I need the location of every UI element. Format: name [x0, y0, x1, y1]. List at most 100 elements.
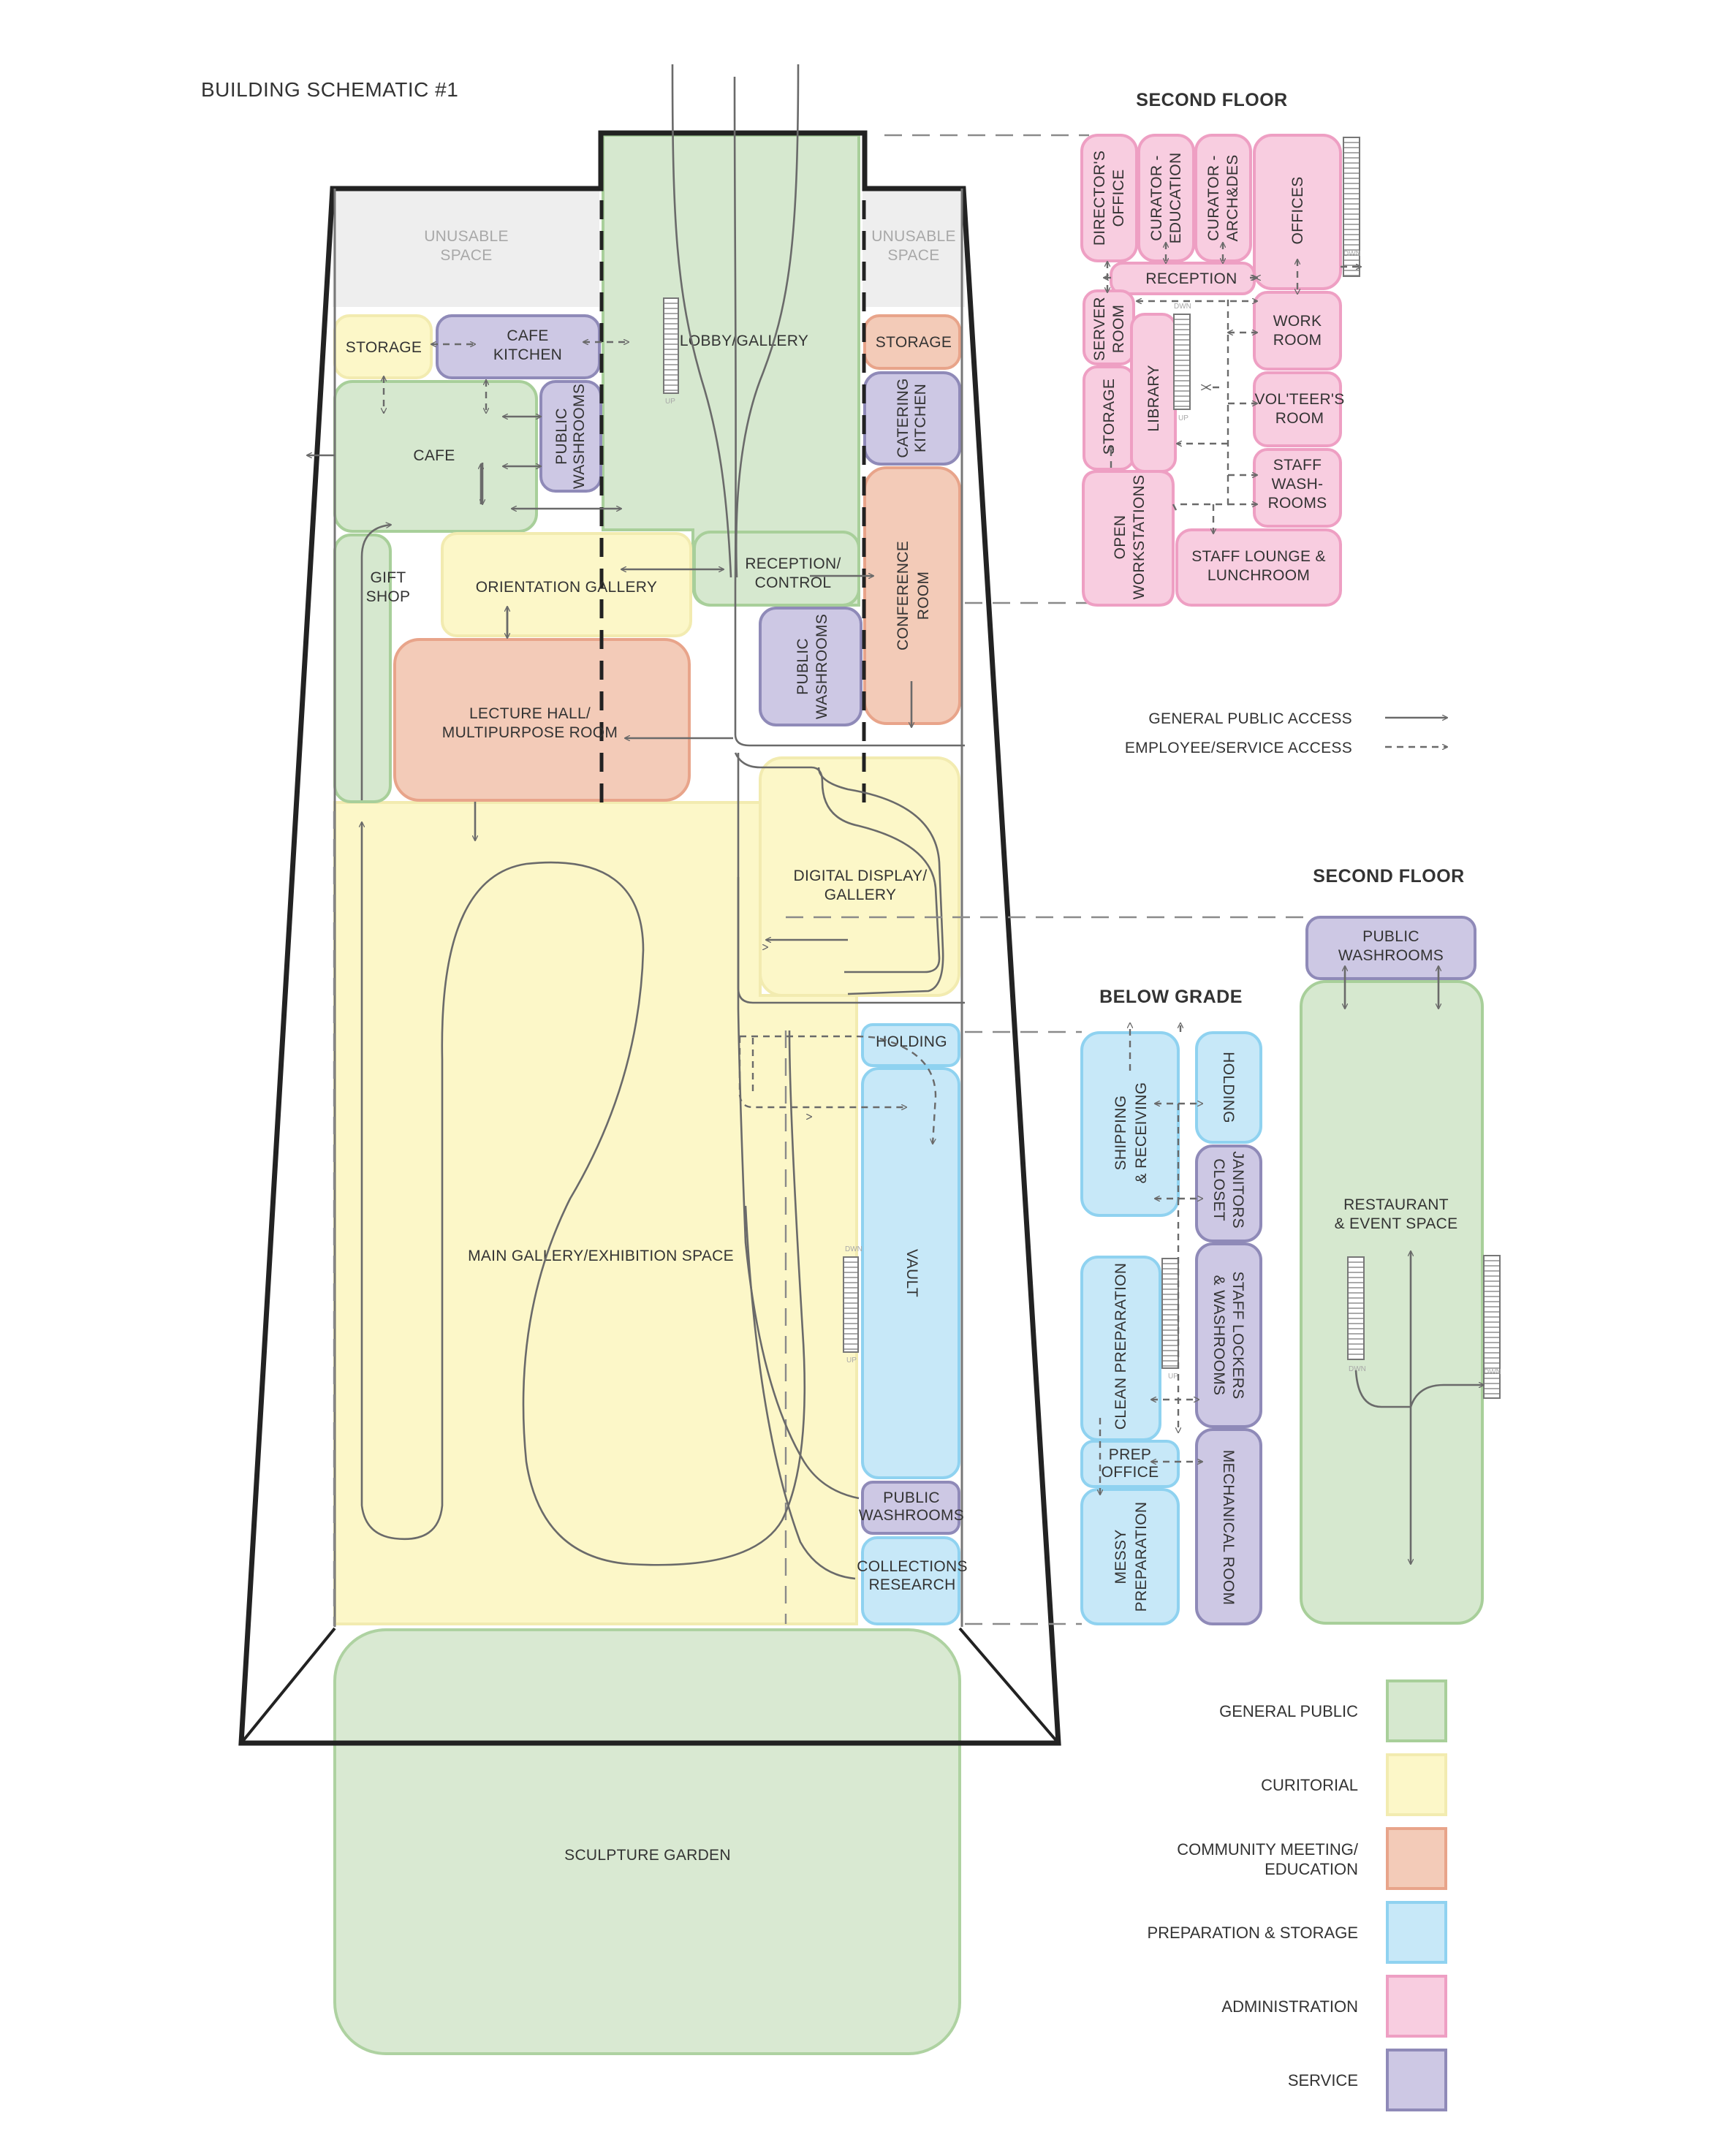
- room-public-washrooms-3: [861, 1481, 960, 1535]
- room-work-room: [1253, 291, 1342, 371]
- svg-text:UP: UP: [1168, 1373, 1178, 1381]
- label-shipping-receiving: SHIPPING& RECEIVING: [1112, 1082, 1150, 1184]
- svg-text:UP: UP: [665, 398, 675, 406]
- room-staff-lockers: [1195, 1242, 1262, 1428]
- stair-lobby: UP: [663, 297, 679, 406]
- svg-text:DWN: DWN: [1174, 303, 1191, 311]
- svg-text:UP: UP: [846, 1356, 857, 1364]
- label-curator-education: CURATOR -EDUCATION: [1148, 153, 1184, 244]
- svg-text:UP: UP: [1178, 414, 1188, 422]
- room-open-workstations: [1082, 470, 1175, 607]
- room-messy-preparation: [1080, 1488, 1180, 1625]
- room-directors-office: [1080, 134, 1138, 262]
- stair-admin-offices: DWN: [1343, 137, 1361, 277]
- room-curator-archdes: [1194, 134, 1252, 262]
- garden-edge-lines: [240, 1627, 1060, 1745]
- svg-text:DWN: DWN: [845, 1245, 863, 1253]
- room-public-washrooms-restaurant: [1305, 916, 1476, 980]
- label-mechanical-room: MECHANICAL ROOM: [1220, 1450, 1237, 1606]
- svg-text:DWN: DWN: [1343, 250, 1361, 258]
- label-library: LIBRARY: [1145, 365, 1162, 432]
- heading-second-floor-admin: SECOND FLOOR: [1136, 90, 1287, 110]
- stair-admin-library: DWN UP: [1173, 303, 1191, 422]
- legend-label: COMMUNITY MEETING/EDUCATION: [1177, 1840, 1359, 1878]
- label-clean-preparation: CLEAN PREPARATION: [1112, 1263, 1129, 1430]
- label-storage-left: STORAGE: [346, 339, 422, 356]
- service-circulation-ground: [384, 342, 937, 1144]
- label-cafe: CAFE: [413, 447, 455, 464]
- room-mechanical-room: [1195, 1428, 1262, 1625]
- stair-restaurant-right: DWN: [1483, 1255, 1501, 1399]
- label-janitors-closet: JANITORSCLOSET: [1210, 1151, 1246, 1229]
- stair-vault: DWN UP: [843, 1245, 863, 1364]
- room-sculpture-garden: [333, 1628, 961, 2055]
- label-staff-lounge: STAFF LOUNGE &LUNCHROOM: [1191, 548, 1326, 584]
- label-offices: OFFICES: [1289, 176, 1306, 244]
- service-circulation-admin: [1104, 243, 1361, 534]
- room-restaurant: [1300, 980, 1484, 1625]
- svg-text:DWN: DWN: [1484, 1368, 1501, 1376]
- room-staff-washrooms: [1253, 448, 1342, 528]
- room-public-washrooms-1: [539, 380, 602, 493]
- label-lobby-gallery: LOBBY/GALLERY: [680, 333, 808, 349]
- label-catering-kitchen: CATERINGKITCHEN: [895, 378, 929, 458]
- legend-general-public-access: GENERAL PUBLIC ACCESS: [1148, 710, 1352, 727]
- label-storage-admin: STORAGE: [1101, 379, 1118, 455]
- heading-second-floor-restaurant: SECOND FLOOR: [1313, 866, 1464, 887]
- legend-label: SERVICE: [1288, 2071, 1358, 2089]
- label-public-washrooms-1: PUBLICWASHROOMS: [553, 384, 588, 489]
- label-main-gallery: MAIN GALLERY/EXHIBITION SPACE: [468, 1248, 734, 1264]
- legend-swatch: [1386, 2049, 1447, 2111]
- label-storage-right: STORAGE: [876, 334, 952, 351]
- room-shipping-receiving: [1080, 1031, 1180, 1217]
- below-grade-plan: BELOW GRADE UP SHIPPING& RECEIVING HOLDI…: [965, 987, 1262, 1625]
- legend-swatch: [1386, 1753, 1447, 1816]
- room-volunteers-room: [1253, 371, 1342, 447]
- legend-label: GENERAL PUBLIC: [1219, 1702, 1358, 1720]
- legend-employee-service-access: EMPLOYEE/SERVICE ACCESS: [1125, 740, 1352, 756]
- label-curator-archdes: CURATOR -ARCH&DES: [1205, 154, 1241, 241]
- label-holding: HOLDING: [876, 1033, 947, 1050]
- label-orientation-gallery: ORIENTATION GALLERY: [476, 579, 657, 596]
- stair-below-grade: UP: [1161, 1258, 1179, 1381]
- room-staff-lounge: [1175, 528, 1342, 607]
- public-circulation-restaurant: [1345, 966, 1484, 1564]
- svg-text:DWN: DWN: [1349, 1365, 1366, 1373]
- room-lecture-hall: [393, 638, 691, 802]
- heading-below-grade: BELOW GRADE: [1099, 987, 1243, 1007]
- room-vault: [861, 1067, 960, 1479]
- unusable-space-right: [863, 186, 965, 307]
- label-holding-below: HOLDING: [1220, 1052, 1237, 1123]
- legend-label: ADMINISTRATION: [1221, 1997, 1358, 2016]
- room-digital-display: [759, 756, 960, 997]
- room-janitors-closet: [1195, 1145, 1262, 1242]
- room-public-washrooms-2: [759, 607, 863, 726]
- room-holding-below: [1195, 1031, 1262, 1144]
- room-collections-research: [861, 1536, 960, 1625]
- schematic-title: BUILDING SCHEMATIC #1: [201, 78, 458, 101]
- access-legend: GENERAL PUBLIC ACCESS EMPLOYEE/SERVICE A…: [1125, 710, 1447, 756]
- legend-swatch: [1386, 1901, 1447, 1964]
- legend-label: PREPARATION & STORAGE: [1147, 1924, 1358, 1942]
- label-vault: VAULT: [903, 1249, 920, 1297]
- label-staff-lockers: STAFF LOCKERS& WASHROOMS: [1210, 1271, 1246, 1399]
- label-sculpture-garden: SCULPTURE GARDEN: [564, 1847, 731, 1864]
